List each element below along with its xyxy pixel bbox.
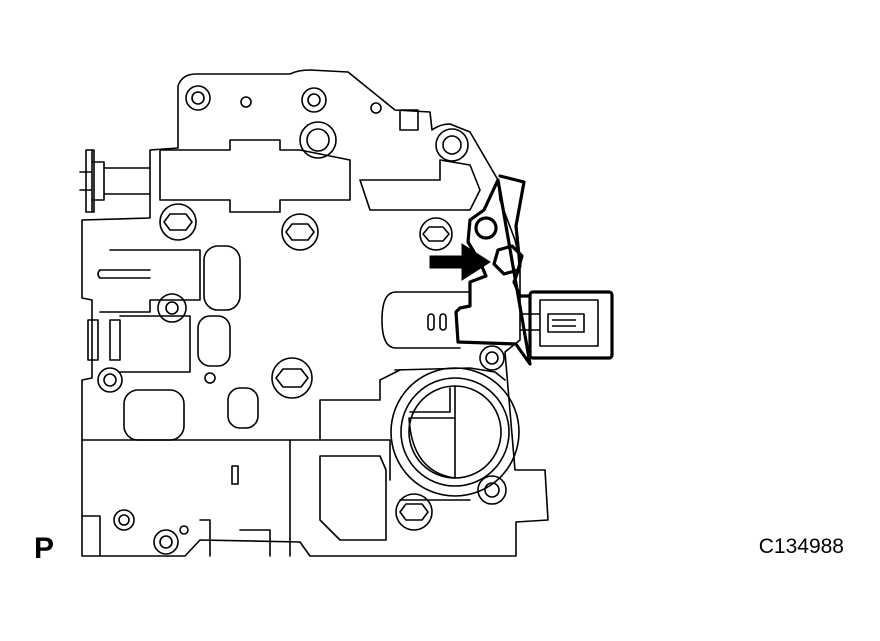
lower-left-channel (119, 315, 191, 373)
mount-hole (477, 475, 507, 505)
hex-bolt (159, 203, 197, 241)
mount-hole (435, 128, 469, 162)
mount-hole (191, 91, 205, 105)
mount-hole (306, 128, 330, 152)
hex-bolt (419, 217, 453, 251)
mid-channel (197, 315, 231, 367)
mount-hole (240, 96, 252, 108)
slot (231, 465, 239, 485)
mount-hole (484, 482, 500, 498)
mid-left-channel (97, 269, 151, 279)
mount-hole (299, 121, 337, 159)
bolt-icon (492, 244, 524, 276)
solenoid-slot (439, 313, 447, 331)
hex-bolt (395, 493, 433, 531)
mount-hole (185, 85, 211, 111)
solenoid-connector (528, 290, 614, 360)
bore-housing (394, 367, 506, 501)
left-pipe (79, 149, 151, 213)
solenoid-slot (427, 313, 435, 331)
connector-terminal (547, 313, 585, 333)
left-pipe-flange (85, 149, 95, 213)
slot (109, 319, 121, 361)
arrow-right-icon (429, 243, 491, 281)
mid-body-channel (99, 249, 201, 313)
lower-body-channel (81, 369, 401, 557)
hex-bolt (271, 357, 313, 399)
mount-hole (307, 93, 321, 107)
small-square-port (399, 109, 419, 131)
mount-hole (153, 529, 179, 555)
upper-channel (159, 139, 351, 213)
mount-hole (97, 367, 123, 393)
valve-body-outline (81, 69, 549, 557)
mount-hole (118, 514, 130, 526)
hex-bolt (281, 213, 319, 251)
connector-stem (520, 313, 540, 331)
bottom-channel (319, 455, 387, 541)
bracket-hole (474, 216, 498, 240)
lower-channel (123, 389, 185, 441)
mount-hole (157, 293, 187, 323)
figure-code: C134988 (758, 535, 844, 558)
mount-hole (442, 135, 462, 155)
mount-hole (301, 87, 327, 113)
mount-hole (179, 525, 189, 535)
mount-hole (165, 301, 179, 315)
mount-hole (370, 102, 382, 114)
upper-right-channel (359, 159, 481, 211)
slot (87, 319, 99, 361)
bottom-left-channel (81, 515, 271, 557)
mount-hole (479, 345, 505, 371)
view-label: P (34, 532, 55, 565)
connector-inner (539, 299, 599, 347)
mount-hole (485, 351, 499, 365)
lower-channel (227, 387, 259, 429)
mount-hole (204, 372, 216, 384)
mid-channel (203, 245, 241, 311)
mount-hole (113, 509, 135, 531)
mount-hole (159, 535, 173, 549)
mount-hole (103, 373, 117, 387)
piston-bore (390, 367, 520, 497)
